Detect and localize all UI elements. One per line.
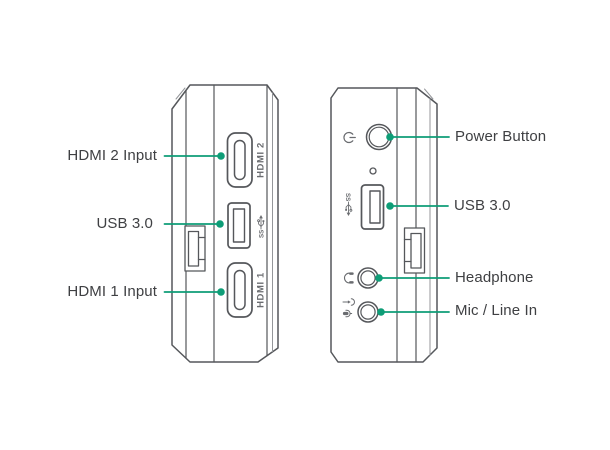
mounting-clip-right	[403, 227, 426, 274]
mic-icon	[342, 309, 353, 318]
hdmi-1-port	[226, 262, 253, 318]
usb-superspeed-icon: SS	[257, 215, 265, 238]
label-hdmi-2-input: HDMI 2 Input	[67, 147, 157, 164]
callout-line-mic-line-in	[377, 308, 450, 316]
hdmi-1-engraving: HDMI 1	[256, 272, 267, 308]
usb-superspeed-text: SS	[344, 193, 351, 201]
line-in-icon	[342, 298, 355, 306]
callout-line-usb3-left	[163, 220, 224, 228]
callout-line-hdmi2-input	[163, 152, 225, 160]
device-right-corner-facet	[424, 88, 434, 100]
callout-line-headphone	[375, 274, 450, 282]
mounting-clip-left	[184, 225, 206, 272]
label-power-button: Power Button	[455, 128, 547, 145]
callout-line-hdmi1-input	[163, 288, 225, 296]
usb-superspeed-icon: SS	[344, 193, 353, 216]
callout-line-usb3-right	[386, 202, 449, 210]
device-right-view: SS	[330, 87, 438, 363]
usb-3-port-left	[227, 202, 251, 249]
hdmi-2-port	[226, 132, 253, 188]
callout-connectors	[163, 133, 450, 316]
usb-superspeed-text: SS	[258, 230, 265, 238]
callout-line-power-button	[386, 133, 450, 141]
usb-3-port-right	[360, 184, 385, 230]
label-usb-3-right: USB 3.0	[454, 197, 511, 214]
led-indicator-hole	[369, 167, 377, 175]
label-mic-line-in: Mic / Line In	[455, 302, 538, 319]
label-hdmi-1-input: HDMI 1 Input	[67, 283, 157, 300]
label-usb-3-left: USB 3.0	[96, 215, 153, 232]
label-headphone: Headphone	[455, 269, 534, 286]
device-left-corner-facet	[175, 87, 186, 100]
hdmi-2-engraving: HDMI 2	[256, 142, 267, 178]
power-symbol-icon	[343, 131, 356, 144]
headphone-icon	[344, 272, 354, 284]
